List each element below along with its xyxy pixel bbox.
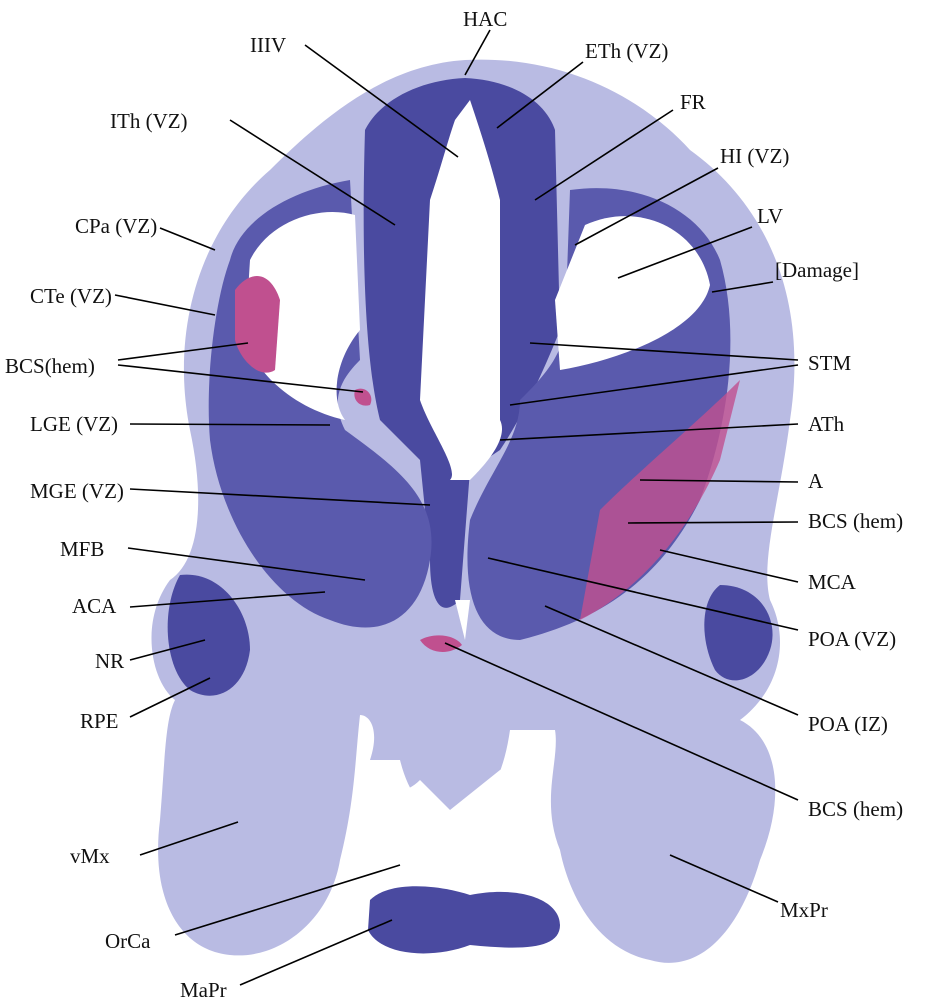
label-mxpr: MxPr xyxy=(780,898,828,922)
labels: IIIV HAC ETh (VZ) FR HI (VZ) LV [Damage]… xyxy=(5,7,903,1002)
label-iiiv: IIIV xyxy=(250,33,286,57)
label-lge: LGE (VZ) xyxy=(30,412,118,436)
label-lv: LV xyxy=(757,204,783,228)
label-damage: [Damage] xyxy=(775,258,859,282)
label-bcs-left: BCS(hem) xyxy=(5,354,95,378)
label-hi: HI (VZ) xyxy=(720,144,789,168)
label-bcs-right: BCS (hem) xyxy=(808,509,903,533)
label-eth: ETh (VZ) xyxy=(585,39,668,63)
label-vmx: vMx xyxy=(70,844,110,868)
label-poa-vz: POA (VZ) xyxy=(808,627,896,651)
label-stm: STM xyxy=(808,351,852,375)
label-cte: CTe (VZ) xyxy=(30,284,112,308)
tissue-section xyxy=(151,59,795,963)
label-a: A xyxy=(808,469,824,493)
label-mca: MCA xyxy=(808,570,857,594)
label-mapr: MaPr xyxy=(180,978,227,1002)
label-aca: ACA xyxy=(72,594,117,618)
label-orca: OrCa xyxy=(105,929,151,953)
label-mfb: MFB xyxy=(60,537,104,561)
leader-lines xyxy=(114,29,799,986)
label-mge: MGE (VZ) xyxy=(30,479,124,503)
label-rpe: RPE xyxy=(80,709,119,733)
label-cpa: CPa (VZ) xyxy=(75,214,157,238)
label-ith: ITh (VZ) xyxy=(110,109,188,133)
label-ath: ATh xyxy=(808,412,845,436)
label-fr: FR xyxy=(680,90,706,114)
label-poa-iz: POA (IZ) xyxy=(808,712,888,736)
label-hac: HAC xyxy=(463,7,507,31)
label-bcs-lower: BCS (hem) xyxy=(808,797,903,821)
label-nr: NR xyxy=(95,649,124,673)
